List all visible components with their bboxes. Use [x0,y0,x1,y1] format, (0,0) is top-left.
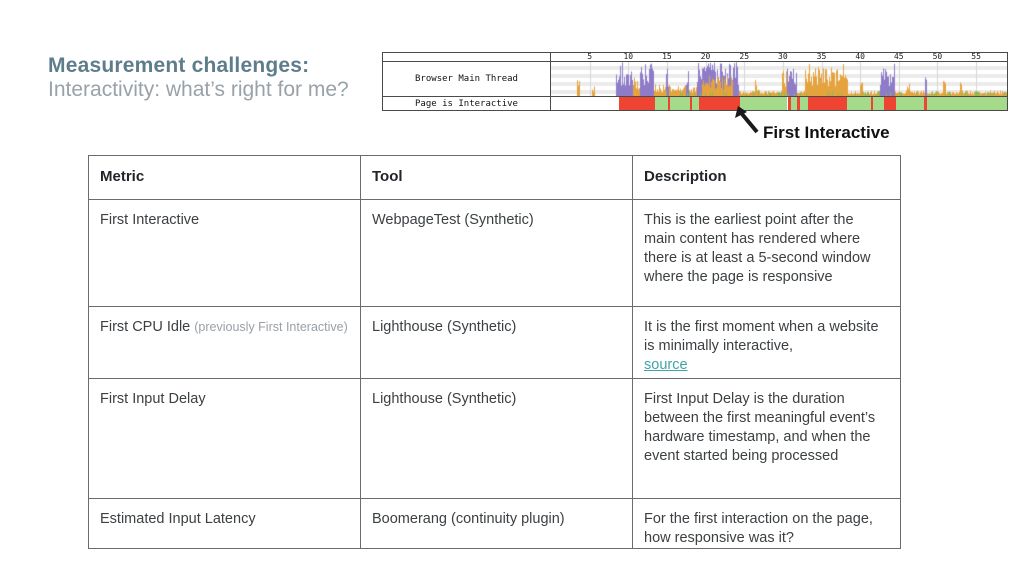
interactive-segment-interactive [790,97,797,110]
interactive-segment-busy [870,97,874,110]
source-link[interactable]: source [644,357,688,373]
interactive-segment-busy [924,97,928,110]
interactive-segment-busy [690,97,693,110]
main-thread-activity-canvas [551,62,1007,96]
interactive-segment-interactive [670,97,691,110]
metric-name: First Interactive [100,212,200,228]
interactive-segment-interactive [655,97,668,110]
axis-tick: 35 [816,53,827,61]
interactive-segment-busy [699,97,740,110]
tool-cell: WebpageTest (Synthetic) [361,200,633,307]
description-text: This is the earliest point after the mai… [644,212,871,285]
axis-tick: 55 [971,53,981,61]
axis-tick: 45 [893,53,904,61]
tool-cell: Lighthouse (Synthetic) [361,307,633,379]
description-cell: This is the earliest point after the mai… [633,200,900,307]
description-text: For the first interaction on the page, h… [644,511,873,546]
column-header-tool: Tool [361,156,633,200]
column-header-description: Description [633,156,900,200]
metric-cell: First Input Delay [89,379,361,499]
interactive-segment-none [551,97,619,110]
first-interactive-arrow-icon [735,106,759,134]
axis-tick: 50 [932,53,943,61]
column-header-metric: Metric [89,156,361,200]
metric-cell: First Interactive [89,200,361,307]
metric-name: Estimated Input Latency [100,511,256,527]
axis-tick: 40 [855,53,865,61]
row-label-page-is-interactive: Page is Interactive [383,97,551,110]
description-text: First Input Delay is the duration betwee… [644,391,876,464]
tool-cell: Boomerang (continuity plugin) [361,499,633,548]
metrics-table: Metric Tool Description First Interactiv… [88,155,901,549]
axis-tick: 15 [662,53,672,61]
interactive-segment-busy [807,97,847,110]
metric-name: First CPU Idle [100,319,195,335]
main-thread-timeline-chart: 5 10 15 20 25 30 35 40 45 50 55 Browser Main Threa… [382,52,1008,111]
description-text: It is the first moment when a website is… [644,319,879,354]
interactive-segment-busy [787,97,791,110]
metric-cell: Estimated Input Latency [89,499,361,548]
page-interactive-strip [551,97,1007,110]
time-axis: 5 10 15 20 25 30 35 40 45 50 55 [551,53,1007,62]
interactive-segment-interactive [847,97,871,110]
slide-title-block: Measurement challenges: Interactivity: w… [48,54,349,102]
description-cell: It is the first moment when a website is… [633,307,900,379]
interactive-segment-interactive [873,97,885,110]
interactive-segment-busy [884,97,896,110]
metric-cell: First CPU Idle (previously First Interac… [89,307,361,379]
interactive-segment-interactive [895,97,925,110]
description-cell: For the first interaction on the page, h… [633,499,900,548]
slide-title: Measurement challenges: [48,54,310,77]
chart-corner-cell [383,53,551,62]
row-label-browser-main-thread: Browser Main Thread [383,62,551,97]
main-thread-activity-area [551,62,1007,97]
axis-tick: 5 [587,53,593,61]
first-interactive-annotation: First Interactive [763,123,890,142]
axis-tick: 20 [700,53,711,61]
interactive-segment-busy [619,97,656,110]
tool-cell: Lighthouse (Synthetic) [361,379,633,499]
axis-tick: 25 [739,53,750,61]
interactive-segment-interactive [799,97,808,110]
description-cell: First Input Delay is the duration betwee… [633,379,900,499]
axis-tick: 10 [623,53,634,61]
slide-subtitle: Interactivity: what’s right for me? [48,78,349,101]
axis-tick: 30 [778,53,788,61]
metric-name: First Input Delay [100,391,206,407]
metric-note: (previously First Interactive) [194,320,348,334]
interactive-segment-busy [796,97,800,110]
interactive-segment-interactive [739,97,788,110]
interactive-segment-busy [667,97,671,110]
interactive-segment-interactive [692,97,700,110]
interactive-segment-interactive [927,97,1007,110]
